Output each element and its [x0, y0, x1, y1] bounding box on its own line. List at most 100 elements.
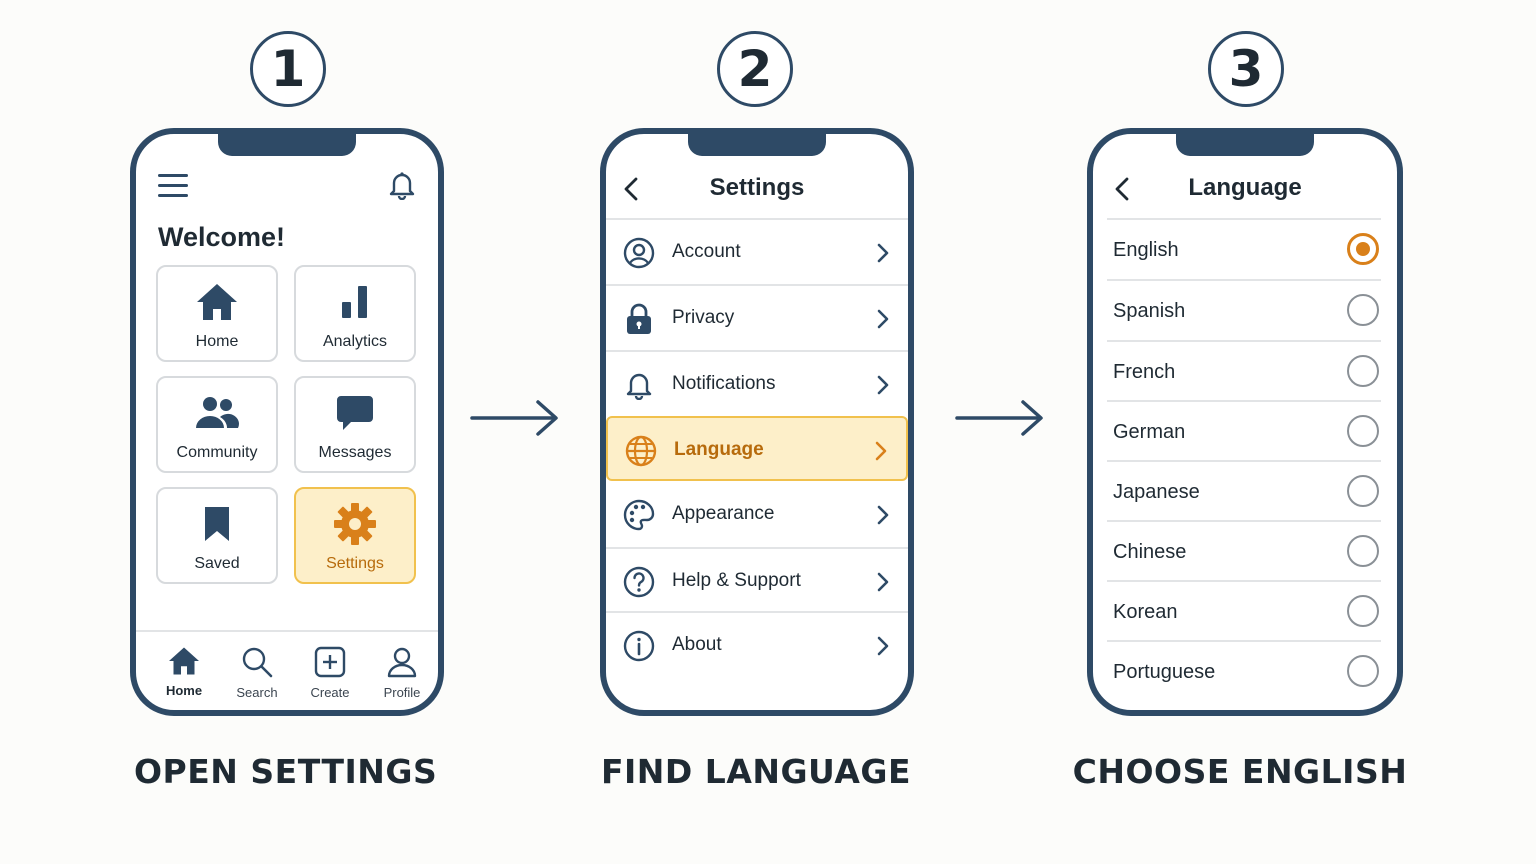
bar-chart-icon: [342, 286, 367, 318]
home-icon: [169, 647, 199, 675]
bell-icon[interactable]: [388, 170, 416, 205]
radio-button[interactable]: [1347, 475, 1379, 507]
tile-label: Messages: [318, 444, 392, 461]
search-icon: [242, 647, 273, 678]
lock-icon: [627, 303, 651, 334]
people-icon: [196, 397, 239, 428]
language-label: French: [1113, 361, 1176, 383]
nav-search[interactable]: Search: [222, 646, 292, 700]
tile-home[interactable]: Home: [156, 265, 278, 362]
globe-icon: [625, 435, 657, 467]
settings-row-label: Help & Support: [672, 570, 801, 591]
help-icon: [623, 566, 655, 598]
settings-row-account[interactable]: Account: [606, 218, 908, 283]
language-label: Korean: [1113, 601, 1178, 623]
settings-row-label: Language: [674, 439, 764, 460]
radio-button[interactable]: [1347, 535, 1379, 567]
home-header: [158, 170, 416, 204]
back-chevron-icon[interactable]: [622, 176, 640, 207]
phone-notch: [1176, 134, 1314, 156]
user-icon: [387, 647, 417, 678]
settings-title: Settings: [709, 174, 805, 201]
language-option-chinese[interactable]: Chinese: [1107, 520, 1381, 580]
plus-square-icon: [314, 646, 346, 678]
tile-analytics[interactable]: Analytics: [294, 265, 416, 362]
radio-button[interactable]: [1347, 415, 1379, 447]
chevron-right-icon: [874, 440, 888, 467]
step-3-badge: 3: [1208, 31, 1284, 107]
language-option-korean[interactable]: Korean: [1107, 580, 1381, 640]
settings-row-notifications[interactable]: Notifications: [606, 350, 908, 415]
settings-row-about[interactable]: About: [606, 611, 908, 676]
info-icon: [623, 630, 655, 662]
welcome-heading: Welcome!: [158, 222, 286, 252]
chat-bubble-icon: [337, 396, 373, 430]
tile-community[interactable]: Community: [156, 376, 278, 473]
chevron-right-icon: [876, 504, 890, 531]
language-option-spanish[interactable]: Spanish: [1107, 279, 1381, 339]
language-label: Portuguese: [1113, 661, 1216, 683]
step-2-caption: FIND LANGUAGE: [600, 752, 912, 791]
settings-row-label: About: [672, 634, 722, 655]
language-label: Spanish: [1113, 300, 1186, 322]
chevron-right-icon: [876, 635, 890, 662]
settings-row-label: Notifications: [672, 373, 776, 394]
language-option-german[interactable]: German: [1107, 400, 1381, 460]
settings-header: Settings: [606, 160, 908, 218]
settings-row-help[interactable]: Help & Support: [606, 547, 908, 612]
radio-button[interactable]: [1347, 655, 1379, 687]
language-title: Language: [1188, 174, 1302, 201]
arrow-right-icon: [955, 400, 1043, 436]
phone-settings-screen: Settings Account Privacy Notifications L…: [600, 128, 914, 716]
nav-profile[interactable]: Profile: [367, 646, 437, 700]
bookmark-icon: [205, 507, 229, 541]
radio-button[interactable]: [1347, 355, 1379, 387]
language-label: English: [1113, 239, 1179, 261]
step-2-badge: 2: [717, 31, 793, 107]
step-1-caption: OPEN SETTINGS: [134, 752, 438, 791]
settings-row-privacy[interactable]: Privacy: [606, 284, 908, 349]
settings-row-appearance[interactable]: Appearance: [606, 482, 908, 547]
tile-saved[interactable]: Saved: [156, 487, 278, 584]
language-option-french[interactable]: French: [1107, 340, 1381, 400]
radio-selected[interactable]: [1347, 233, 1379, 265]
arrow-right-icon: [470, 400, 558, 436]
menu-icon[interactable]: [158, 174, 188, 200]
chevron-right-icon: [876, 242, 890, 269]
nav-label: Home: [165, 683, 203, 698]
back-chevron-icon[interactable]: [1113, 176, 1131, 207]
radio-button[interactable]: [1347, 294, 1379, 326]
settings-row-label: Appearance: [672, 503, 775, 524]
nav-label: Create: [310, 685, 350, 700]
tile-label: Community: [176, 444, 258, 461]
nav-label: Profile: [383, 685, 421, 700]
language-option-portuguese[interactable]: Portuguese: [1107, 640, 1381, 700]
language-label: Chinese: [1113, 541, 1187, 563]
gear-icon: [334, 503, 376, 545]
nav-home[interactable]: Home: [149, 646, 219, 698]
home-icon: [197, 284, 237, 320]
language-label: German: [1113, 421, 1186, 443]
phone-language-screen: Language English Spanish French German J…: [1087, 128, 1403, 716]
tile-label: Home: [195, 333, 239, 350]
settings-row-label: Privacy: [672, 307, 735, 328]
nav-create[interactable]: Create: [295, 646, 365, 700]
tile-label: Analytics: [322, 333, 388, 350]
settings-row-language[interactable]: Language: [606, 416, 908, 481]
language-option-english[interactable]: English: [1107, 218, 1381, 278]
tile-settings[interactable]: Settings: [294, 487, 416, 584]
chevron-right-icon: [876, 374, 890, 401]
bottom-nav: Home Search Create Profile: [136, 630, 438, 710]
account-icon: [623, 237, 655, 269]
phone-home-screen: Welcome! Home Analytics Community Messag…: [130, 128, 444, 716]
language-header: Language: [1093, 160, 1397, 218]
chevron-right-icon: [876, 308, 890, 335]
step-3-caption: CHOOSE ENGLISH: [1072, 752, 1408, 791]
radio-button[interactable]: [1347, 595, 1379, 627]
tile-label: Saved: [194, 555, 240, 572]
step-1-badge: 1: [250, 31, 326, 107]
chevron-right-icon: [876, 571, 890, 598]
bell-icon: [626, 373, 652, 400]
language-option-japanese[interactable]: Japanese: [1107, 460, 1381, 520]
tile-messages[interactable]: Messages: [294, 376, 416, 473]
